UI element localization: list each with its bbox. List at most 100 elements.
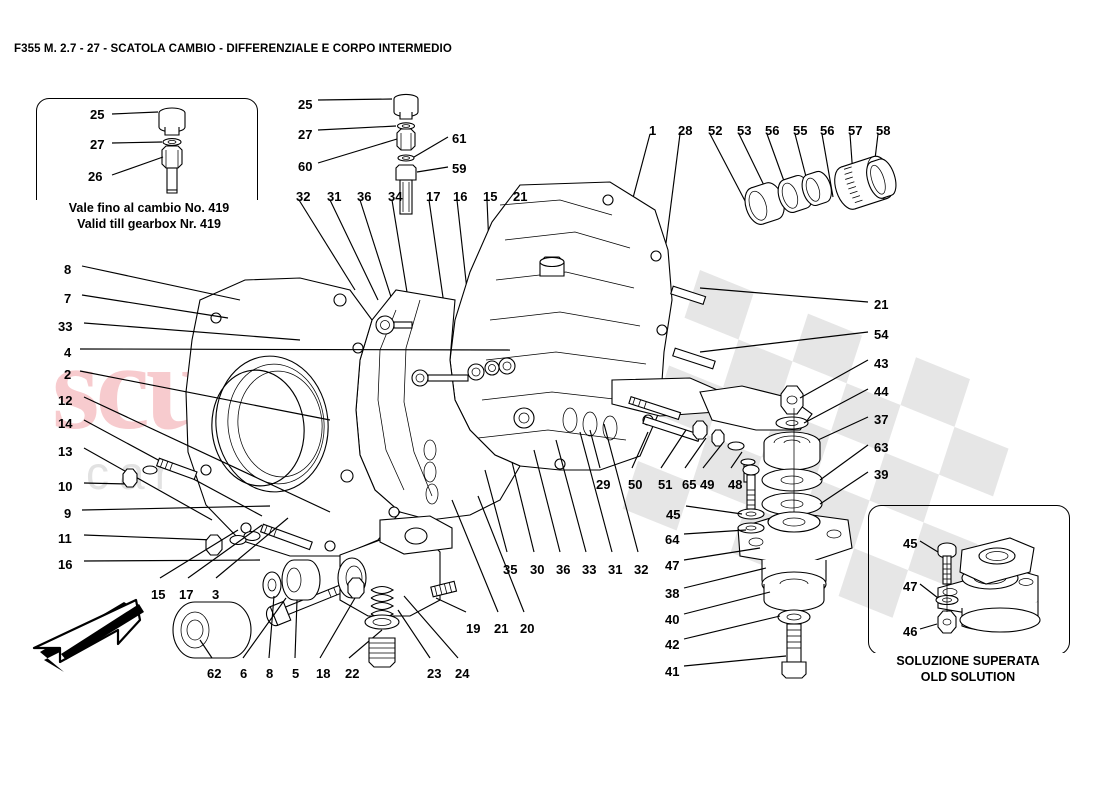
callout-36: 36 <box>556 562 571 577</box>
callout-25: 25 <box>298 97 313 112</box>
callout-56: 56 <box>765 123 780 138</box>
callout-32: 32 <box>296 189 311 204</box>
callout-63: 63 <box>874 440 889 455</box>
callout-46: 46 <box>903 624 918 639</box>
mid-right-leaders <box>589 429 787 667</box>
callout-22: 22 <box>345 666 360 681</box>
callout-21: 21 <box>513 189 528 204</box>
callout-47: 47 <box>665 558 680 573</box>
callout-56: 56 <box>820 123 835 138</box>
callout-2: 2 <box>64 367 72 382</box>
view-direction-arrow <box>32 598 144 672</box>
callout-32: 32 <box>634 562 649 577</box>
right-mount-assembly <box>699 385 853 679</box>
old-solution-caption-en: OLD SOLUTION <box>920 670 1016 684</box>
callout-23: 23 <box>427 666 442 681</box>
callout-43: 43 <box>874 356 889 371</box>
callout-58: 58 <box>876 123 891 138</box>
callout-17: 17 <box>179 587 194 602</box>
callout-35: 35 <box>503 562 518 577</box>
callout-8: 8 <box>64 262 72 277</box>
bottom-center-leaders <box>451 423 639 613</box>
old-solution-caption-it: SOLUZIONE SUPERATA <box>896 654 1040 668</box>
callout-44: 44 <box>874 384 889 399</box>
callout-65: 65 <box>682 477 697 492</box>
callout-55: 55 <box>793 123 808 138</box>
callout-9: 9 <box>64 506 72 521</box>
callout-20: 20 <box>520 621 535 636</box>
bearings-bushes-group <box>744 155 897 225</box>
callout-37: 37 <box>874 412 889 427</box>
callout-21: 21 <box>494 621 509 636</box>
callout-10: 10 <box>58 479 73 494</box>
callout-60: 60 <box>298 159 313 174</box>
callout-13: 13 <box>58 444 73 459</box>
top-center-part-stack <box>317 93 449 215</box>
callout-6: 6 <box>240 666 248 681</box>
callout-33: 33 <box>582 562 597 577</box>
callout-54: 54 <box>874 327 889 342</box>
callout-52: 52 <box>708 123 723 138</box>
callout-33: 33 <box>58 319 73 334</box>
callout-25: 25 <box>90 107 105 122</box>
callout-1: 1 <box>649 123 657 138</box>
callout-16: 16 <box>453 189 468 204</box>
callout-59: 59 <box>452 161 467 176</box>
callout-15: 15 <box>151 587 166 602</box>
callout-36: 36 <box>357 189 372 204</box>
gearbox-casing <box>185 181 723 557</box>
callout-16: 16 <box>58 557 73 572</box>
callout-49: 49 <box>700 477 715 492</box>
callout-51: 51 <box>658 477 673 492</box>
callout-34: 34 <box>388 189 403 204</box>
callout-45: 45 <box>903 536 918 551</box>
callout-7: 7 <box>64 291 72 306</box>
callout-42: 42 <box>665 637 680 652</box>
bottom-left-parts <box>159 515 467 668</box>
callout-31: 31 <box>327 189 342 204</box>
callout-5: 5 <box>292 666 300 681</box>
callout-30: 30 <box>530 562 545 577</box>
callout-50: 50 <box>628 477 643 492</box>
callout-29: 29 <box>596 477 611 492</box>
inset-bottomright-part-stack <box>919 537 1041 634</box>
valid-till-gearbox-caption: Vale fino al cambio No. 419 Valid till g… <box>30 200 268 232</box>
callout-47: 47 <box>903 579 918 594</box>
callout-27: 27 <box>90 137 105 152</box>
callout-14: 14 <box>58 416 73 431</box>
left-leaders <box>79 265 511 562</box>
callout-57: 57 <box>848 123 863 138</box>
callout-21: 21 <box>874 297 889 312</box>
callout-62: 62 <box>207 666 222 681</box>
callout-53: 53 <box>737 123 752 138</box>
callout-64: 64 <box>665 532 680 547</box>
inset-topleft-part-stack <box>111 107 186 194</box>
callout-15: 15 <box>483 189 498 204</box>
callout-45: 45 <box>666 507 681 522</box>
callout-31: 31 <box>608 562 623 577</box>
callout-26: 26 <box>88 169 103 184</box>
callout-17: 17 <box>426 189 441 204</box>
right-column-leaders <box>699 287 869 505</box>
callout-48: 48 <box>728 477 743 492</box>
callout-41: 41 <box>665 664 680 679</box>
callout-38: 38 <box>665 586 680 601</box>
callout-3: 3 <box>212 587 220 602</box>
page-title: F355 M. 2.7 - 27 - SCATOLA CAMBIO - DIFF… <box>14 43 452 55</box>
callout-39: 39 <box>874 467 889 482</box>
callout-4: 4 <box>64 345 72 360</box>
callout-8: 8 <box>266 666 274 681</box>
callout-12: 12 <box>58 393 73 408</box>
callout-11: 11 <box>58 531 72 546</box>
callout-28: 28 <box>678 123 693 138</box>
callout-19: 19 <box>466 621 481 636</box>
callout-40: 40 <box>665 612 680 627</box>
callout-18: 18 <box>316 666 331 681</box>
old-solution-caption: SOLUZIONE SUPERATA OLD SOLUTION <box>862 653 1074 685</box>
inset-caption-it: Vale fino al cambio No. 419 <box>68 201 230 215</box>
callout-27: 27 <box>298 127 313 142</box>
inset-caption-en: Valid till gearbox Nr. 419 <box>77 217 221 231</box>
callout-24: 24 <box>455 666 470 681</box>
